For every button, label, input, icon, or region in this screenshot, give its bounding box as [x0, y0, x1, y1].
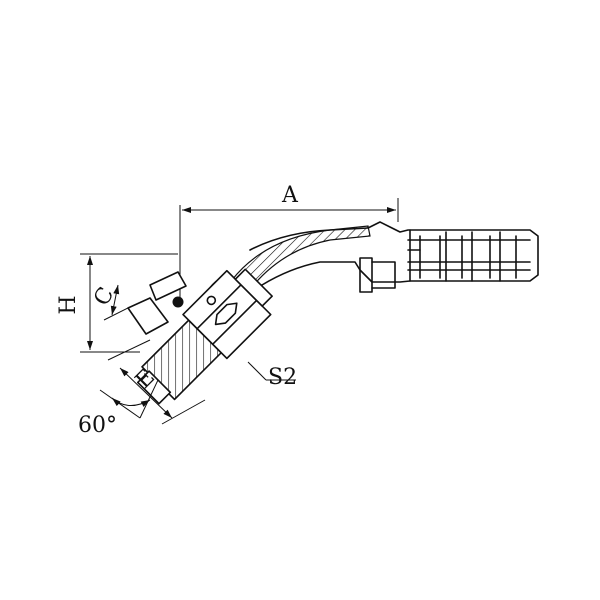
angle-arc	[111, 397, 151, 407]
extension-line-c	[103, 307, 129, 321]
o-ring	[172, 296, 184, 308]
dimension-c: C	[89, 283, 129, 321]
label-angle: 60°	[78, 413, 117, 438]
dimension-line-e	[119, 367, 173, 419]
angle-60: 60°	[78, 379, 159, 438]
extension-line-e-2	[161, 399, 206, 425]
hose-tail	[231, 221, 539, 293]
serrations	[407, 229, 531, 282]
tail-outline	[249, 221, 539, 286]
label-c: C	[89, 283, 119, 310]
dimension-s2: S2	[247, 361, 297, 390]
label-a: A	[281, 183, 299, 208]
collar-1	[359, 257, 373, 293]
label-s2: S2	[268, 365, 297, 390]
collar-2	[371, 261, 396, 289]
dimension-h: H	[56, 253, 178, 353]
flange-upper	[149, 271, 187, 301]
hex-flat	[214, 302, 238, 326]
label-h: H	[56, 295, 81, 314]
leader-s2	[247, 361, 267, 381]
flange-lower	[127, 297, 169, 335]
lock-ring	[234, 268, 273, 307]
nut-hole-1	[206, 295, 217, 306]
extension-line-e-1	[107, 339, 151, 361]
dimension-line-c	[110, 284, 120, 316]
